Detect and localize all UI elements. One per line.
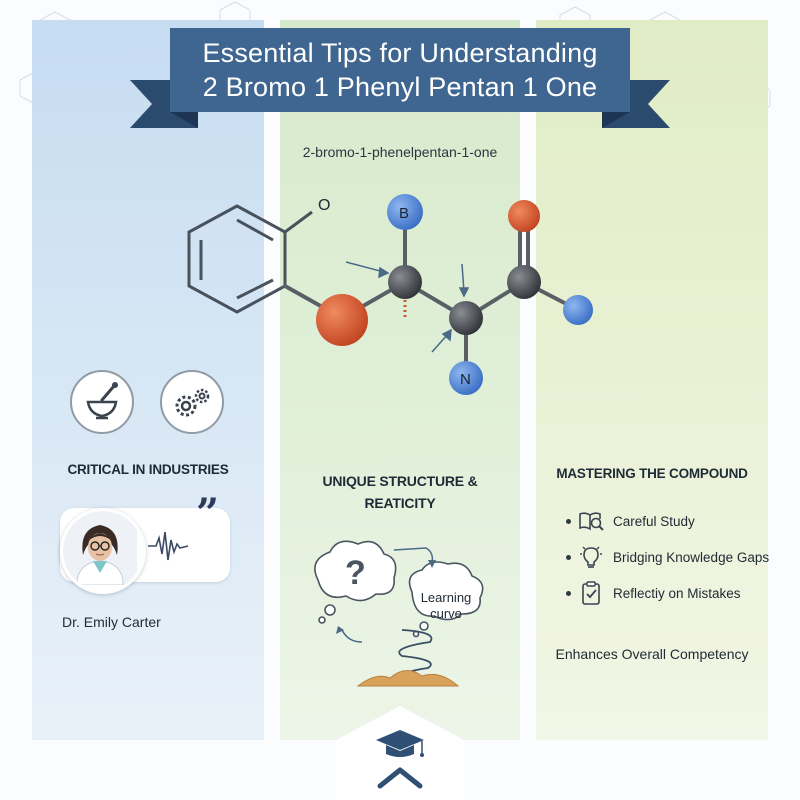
carbonyl-oxygen-atom [508, 200, 540, 232]
curve-label-line-1: Learning [420, 590, 472, 605]
left-column [32, 20, 264, 740]
list-item: Careful Study [566, 504, 776, 538]
curve-label-line-2: curve [430, 606, 462, 621]
unique-structure-heading: UNIQUE STRUCTURE & REATICITY [284, 470, 516, 514]
molecule-name: 2-bromo-1-phenelpentan-1-one [302, 144, 498, 160]
quote-icon: ” [196, 490, 220, 537]
oxygen-atom-red [316, 294, 368, 346]
person-name: Dr. Emily Carter [62, 614, 161, 630]
mortar-pestle-icon [70, 370, 134, 434]
gears-icon [160, 370, 224, 434]
label-n: N [460, 371, 471, 388]
bromine-atom [387, 194, 423, 230]
learning-curve-label: Learning curve [412, 590, 480, 622]
enhances-competency-text: Enhances Overall Competency [555, 646, 749, 662]
terminal-blue-atom [563, 295, 593, 325]
mastering-list: Careful Study Bridging Knowledge Gaps Re… [566, 504, 776, 610]
list-item: Reflectiy on Mistakes [566, 576, 776, 610]
sound-wave-icon [148, 531, 189, 561]
benzene-ring [187, 204, 313, 314]
checklist-icon [582, 581, 600, 605]
learning-curve-illustration: ? [314, 540, 484, 687]
spiral-path [398, 629, 433, 677]
list-item-label: Bridging Knowledge Gaps [613, 549, 770, 565]
carbon-atom-3 [507, 265, 541, 299]
mechanism-arrows [345, 261, 470, 353]
page-title: Essential Tips for Understanding 2 Bromo… [170, 36, 630, 104]
carbon-atom-2 [449, 301, 483, 335]
thought-cloud [314, 540, 397, 624]
bullet [566, 518, 571, 524]
avatar [60, 508, 146, 594]
book-magnifier-icon [579, 512, 604, 531]
lightbulb-icon [580, 546, 602, 568]
bullet [566, 554, 571, 560]
carbon-atom-1 [388, 265, 422, 299]
heading-line-2: REATICITY [364, 495, 436, 511]
nitrogen-atom [449, 361, 483, 395]
learning-cloud [408, 561, 484, 638]
label-b: B [399, 205, 409, 222]
question-mark-icon: ? [345, 554, 366, 592]
label-o: O [318, 197, 330, 214]
title-line-1: Essential Tips for Understanding [202, 38, 598, 68]
heading-line-1: UNIQUE STRUCTURE & [322, 473, 478, 489]
right-column [536, 20, 768, 740]
sand-mound [356, 670, 460, 687]
critical-in-industries-heading: CRITICAL IN INDUSTRIES [67, 462, 229, 477]
mastering-compound-heading: MASTERING THE COMPOUND [556, 466, 748, 481]
bullet [566, 590, 571, 596]
list-item-label: Reflectiy on Mistakes [613, 585, 741, 601]
list-item: Bridging Knowledge Gaps [566, 540, 776, 574]
title-line-2: 2 Bromo 1 Phenyl Pentan 1 One [202, 72, 598, 102]
list-item-label: Careful Study [613, 513, 695, 529]
